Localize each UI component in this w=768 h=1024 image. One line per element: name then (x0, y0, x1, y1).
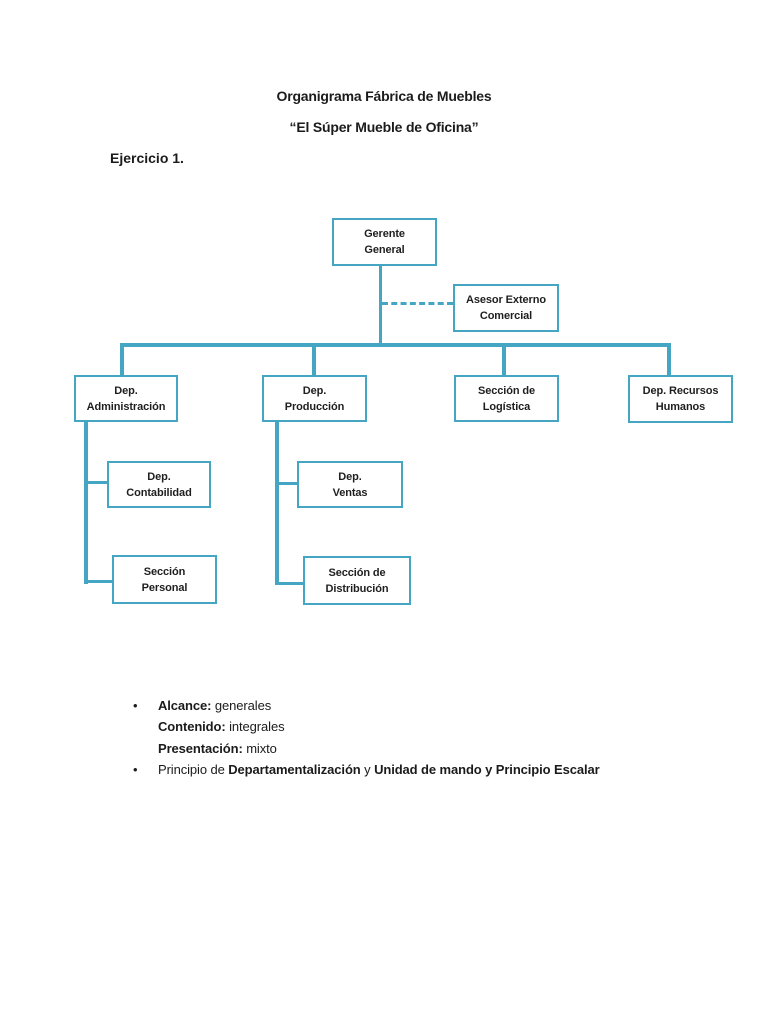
org-node-gerente-general: Gerente General (332, 218, 437, 266)
note-line-presentacion: Presentación: mixto (158, 738, 693, 759)
org-node-label: Ventas (332, 486, 368, 499)
org-node-label: Dep. (338, 470, 362, 483)
org-node-label: Dep. (302, 384, 327, 397)
connector-stub-contabilidad (84, 481, 107, 484)
org-node-label: Dep. (147, 470, 171, 483)
connector-dashed-asesor (382, 302, 453, 305)
note-value: generales (211, 698, 272, 713)
note-label: Departamentalización (228, 761, 361, 777)
connector-stub-personal (84, 580, 112, 583)
bullet-icon: • (133, 698, 138, 713)
org-node-dep-recursos-humanos: Dep. Recursos Humanos (628, 375, 733, 423)
notes-list: • Alcance: generales Contenido: integral… (133, 695, 693, 780)
note-value: Principio de (158, 761, 229, 777)
connector-gerente-vertical (379, 266, 382, 344)
org-node-label: Humanos (655, 401, 706, 413)
org-node-seccion-personal: Sección Personal (112, 555, 217, 604)
org-node-label: Asesor Externo (466, 294, 546, 306)
org-node-label: Dep. (114, 384, 138, 397)
org-node-dep-produccion: Dep. Producción (262, 375, 367, 422)
note-label: Contenido: (158, 719, 226, 735)
org-node-label: Contabilidad (126, 486, 192, 499)
org-node-asesor-externo: Asesor Externo Comercial (453, 284, 559, 332)
note-line-contenido: Contenido: integrales (158, 716, 693, 737)
org-node-seccion-logistica: Sección de Logística (454, 375, 559, 422)
org-node-label: Producción (284, 400, 345, 413)
org-node-label: Personal (141, 581, 188, 594)
page-subtitle: “El Súper Mueble de Oficina” (289, 119, 479, 135)
org-node-seccion-distribucion: Sección de Distribución (303, 556, 411, 605)
note-value: mixto (242, 740, 277, 756)
org-node-label: Sección (143, 565, 186, 578)
org-node-label: Logística (482, 400, 531, 413)
connector-drop-administracion (120, 343, 124, 375)
list-item: • Alcance: generales Contenido: integral… (133, 695, 693, 759)
bullet-text: Alcance: generales Contenido: integrales… (158, 695, 693, 759)
note-line-principios: Principio de Departamentalización y Unid… (158, 759, 693, 780)
bullet-icon: • (133, 761, 138, 777)
org-node-dep-ventas: Dep. Ventas (297, 461, 403, 508)
note-label: Unidad de mando y Principio Escalar (374, 761, 600, 777)
org-node-label: Sección de (328, 566, 386, 579)
note-label: Presentación: (158, 740, 243, 756)
connector-stem-administracion (84, 422, 88, 584)
connector-stem-produccion (275, 422, 279, 585)
org-node-label: Distribución (325, 582, 389, 595)
org-node-dep-contabilidad: Dep. Contabilidad (107, 461, 211, 508)
org-node-label: Administración (86, 400, 166, 413)
connector-horizontal-bus (120, 343, 671, 347)
note-value: integrales (225, 719, 285, 735)
org-node-label: General (364, 244, 405, 256)
connector-drop-logistica (502, 343, 506, 375)
list-item: • Principio de Departamentalización y Un… (133, 759, 693, 780)
connector-drop-produccion (312, 343, 316, 375)
exercise-label: Ejercicio 1. (110, 150, 184, 166)
org-node-label: Sección de (477, 384, 536, 397)
page-title: Organigrama Fábrica de Muebles (276, 88, 492, 104)
connector-stub-distribucion (275, 582, 303, 585)
org-node-label: Gerente (364, 228, 405, 240)
org-node-dep-administracion: Dep. Administración (74, 375, 178, 422)
connector-drop-recursos-humanos (667, 343, 671, 375)
note-line-alcance: Alcance: generales (158, 695, 693, 716)
org-node-label: Comercial (479, 310, 533, 322)
note-value: y (360, 761, 375, 777)
connector-stub-ventas (275, 482, 297, 485)
org-node-label: Dep. Recursos (642, 385, 719, 397)
note-label: Alcance: (158, 698, 212, 713)
